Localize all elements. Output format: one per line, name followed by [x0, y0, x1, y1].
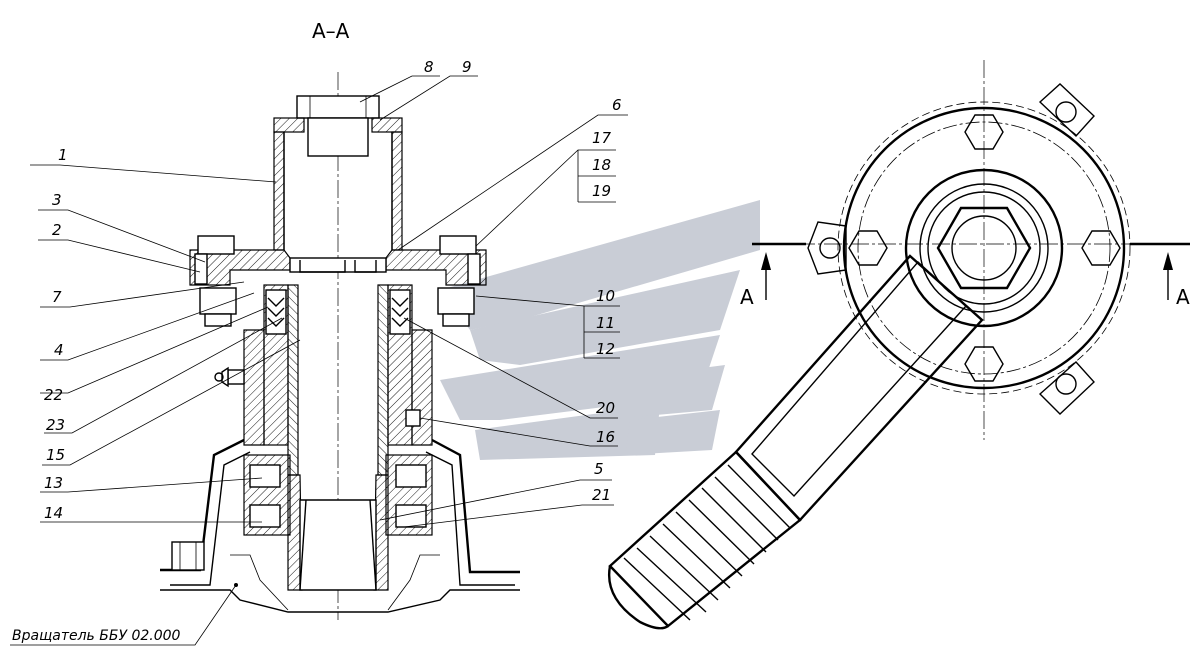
section-mark-right: A	[1176, 285, 1190, 309]
callout-12: 12	[596, 340, 615, 358]
callout-13: 13	[44, 474, 63, 492]
callout-10: 10	[596, 287, 615, 305]
callout-21: 21	[592, 486, 611, 504]
callout-5: 5	[594, 460, 604, 478]
callout-23: 23	[46, 416, 65, 434]
callout-16: 16	[596, 428, 615, 446]
callout-14: 14	[44, 504, 63, 522]
callout-22: 22	[44, 386, 63, 404]
section-view	[160, 72, 520, 620]
callout-2: 2	[52, 221, 62, 239]
callout-6: 6	[612, 96, 622, 114]
callout-20: 20	[596, 399, 615, 417]
callout-3: 3	[52, 191, 62, 209]
callout-4: 4	[54, 341, 64, 359]
section-mark-left: A	[740, 285, 754, 309]
callout-9: 9	[462, 58, 472, 76]
callout-1: 1	[58, 146, 68, 164]
callout-leaders	[10, 75, 628, 646]
drawing-caption: Вращатель ББУ 02.000	[12, 628, 181, 644]
callout-15: 15	[46, 446, 65, 464]
plan-view	[607, 60, 1190, 630]
callout-8: 8	[424, 58, 434, 76]
callout-19: 19	[592, 182, 611, 200]
callout-7: 7	[52, 288, 62, 306]
callout-11: 11	[596, 314, 615, 332]
callout-17: 17	[592, 129, 612, 147]
section-title: A–A	[312, 19, 350, 43]
callout-18: 18	[592, 156, 611, 174]
